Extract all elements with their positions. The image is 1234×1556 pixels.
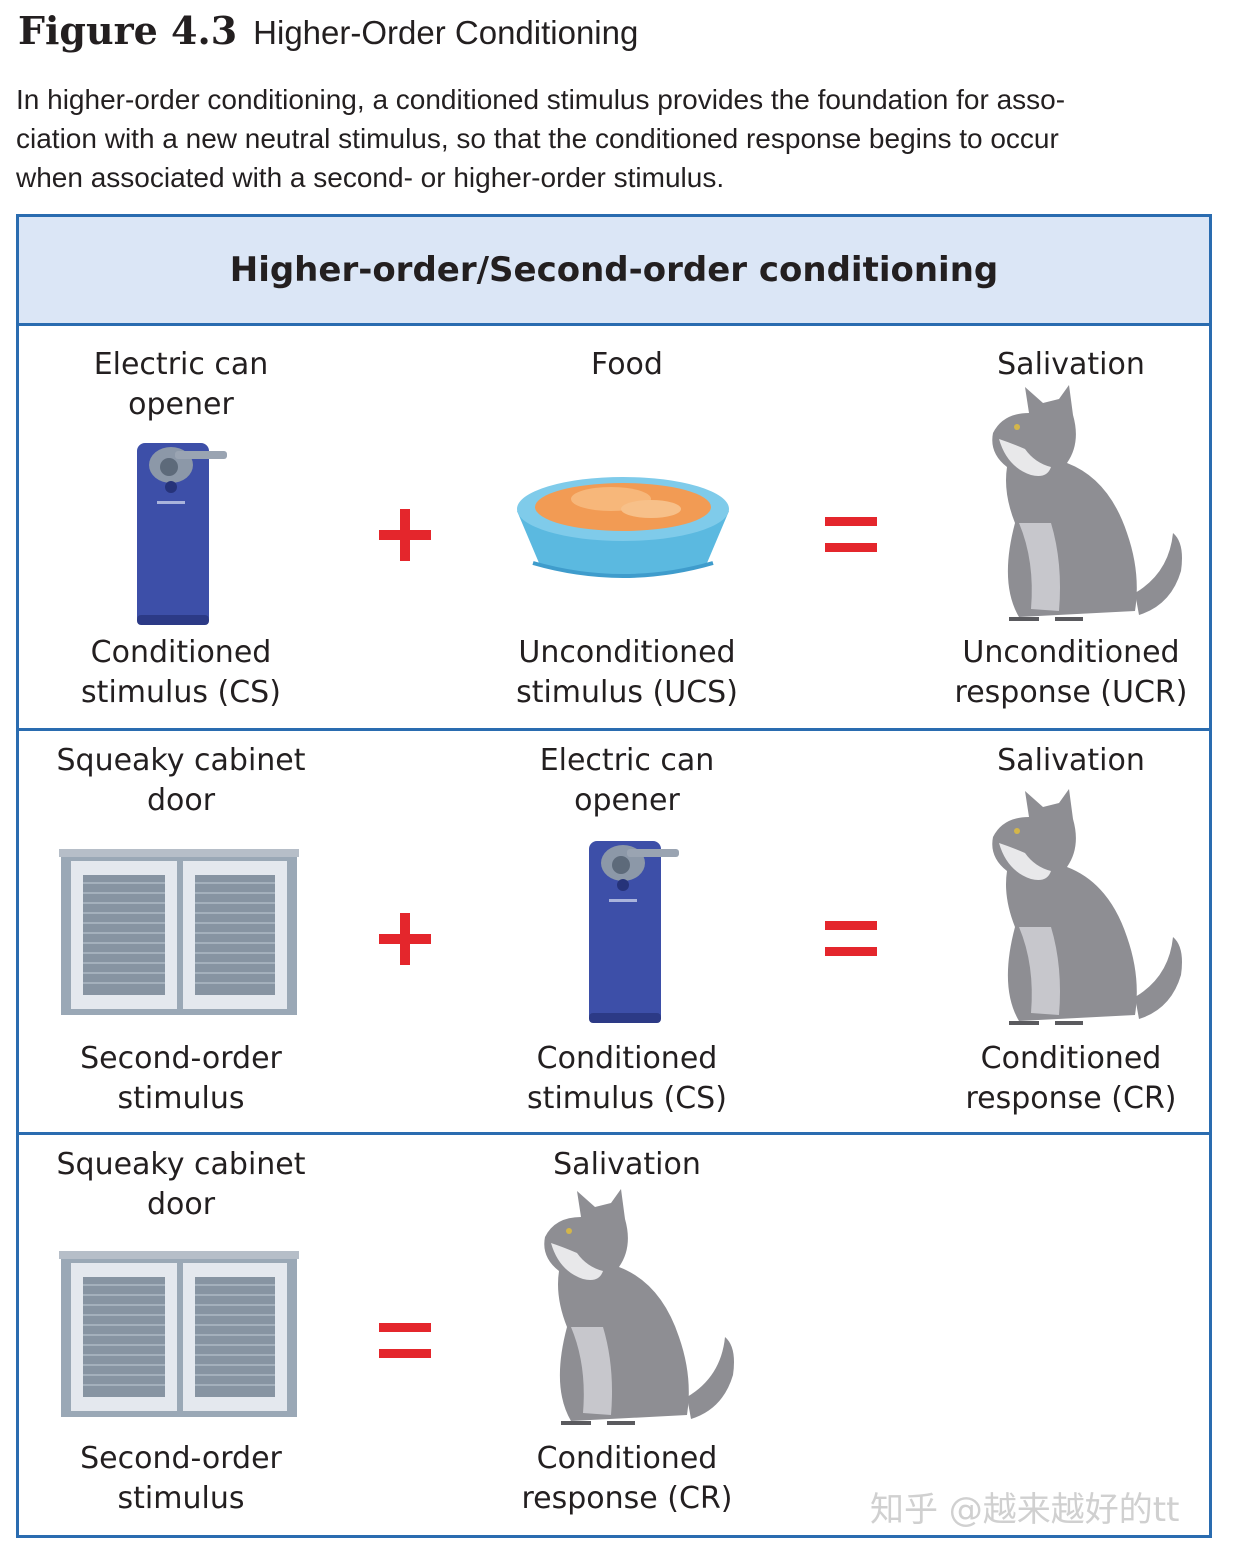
r2-second-order-caption: Second-order stimulus bbox=[11, 1039, 351, 1119]
label-line: Unconditioned bbox=[962, 635, 1180, 670]
caption-line: when associated with a second- or higher… bbox=[16, 162, 725, 193]
label-line: door bbox=[146, 783, 216, 818]
cat-icon bbox=[992, 789, 1182, 1025]
label-line: Electric can bbox=[539, 743, 715, 778]
r3-second-order-label: Squeaky cabinet door bbox=[11, 1145, 351, 1225]
label-line: Second-order bbox=[80, 1441, 282, 1476]
figure-number: Figure 4.3 bbox=[18, 8, 238, 53]
equals-operator bbox=[825, 517, 877, 553]
label-line: Conditioned bbox=[90, 635, 272, 670]
label-line: stimulus (CS) bbox=[81, 675, 281, 710]
label-line: stimulus (CS) bbox=[527, 1081, 727, 1116]
label-line: Electric can bbox=[93, 347, 269, 382]
equals-operator bbox=[825, 921, 877, 957]
label-line: response (CR) bbox=[521, 1481, 733, 1516]
row-divider bbox=[19, 728, 1209, 731]
r2-cr-caption: Conditioned response (CR) bbox=[901, 1039, 1234, 1119]
food-bowl-icon bbox=[517, 477, 729, 578]
r1-cs-caption: Conditioned stimulus (CS) bbox=[11, 633, 351, 713]
r2-cr-label: Salivation bbox=[901, 741, 1234, 781]
figure-caption: In higher-order conditioning, a conditio… bbox=[16, 80, 1216, 197]
label-line: Food bbox=[591, 347, 663, 382]
cabinet-door-icon bbox=[59, 849, 299, 1015]
watermark: 知乎 @越来越好的tt bbox=[870, 1490, 1180, 1530]
label-line: Salivation bbox=[997, 347, 1145, 382]
r3-cr-label: Salivation bbox=[457, 1145, 797, 1185]
caption-line: ciation with a new neutral stimulus, so … bbox=[16, 123, 1059, 154]
equals-operator bbox=[379, 1323, 431, 1359]
label-line: stimulus bbox=[117, 1081, 245, 1116]
caption-line: In higher-order conditioning, a conditio… bbox=[16, 84, 1066, 115]
can-opener-icon bbox=[589, 841, 679, 1023]
can-opener-icon bbox=[137, 443, 227, 625]
r2-second-order-label: Squeaky cabinet door bbox=[11, 741, 351, 821]
r1-ucs-caption: Unconditioned stimulus (UCS) bbox=[457, 633, 797, 713]
r2-cs-label: Electric can opener bbox=[457, 741, 797, 821]
label-line: opener bbox=[128, 387, 234, 422]
panel-header-title: Higher-order/Second-order conditioning bbox=[229, 250, 999, 290]
label-line: door bbox=[146, 1187, 216, 1222]
r1-ucr-label: Salivation bbox=[901, 345, 1234, 385]
label-line: Conditioned bbox=[536, 1041, 718, 1076]
label-line: Squeaky cabinet bbox=[56, 743, 306, 778]
label-line: stimulus bbox=[117, 1481, 245, 1516]
label-line: Second-order bbox=[80, 1041, 282, 1076]
r2-cs-caption: Conditioned stimulus (CS) bbox=[457, 1039, 797, 1119]
r3-cr-caption: Conditioned response (CR) bbox=[457, 1439, 797, 1519]
cat-icon bbox=[992, 385, 1182, 621]
label-line: Salivation bbox=[553, 1147, 701, 1182]
label-line: response (UCR) bbox=[954, 675, 1188, 710]
plus-operator bbox=[379, 913, 431, 965]
label-line: opener bbox=[574, 783, 680, 818]
cabinet-door-icon bbox=[59, 1251, 299, 1417]
label-line: Squeaky cabinet bbox=[56, 1147, 306, 1182]
r1-ucs-label: Food bbox=[457, 345, 797, 385]
label-line: stimulus (UCS) bbox=[516, 675, 738, 710]
label-line: Conditioned bbox=[536, 1441, 718, 1476]
r3-second-order-caption: Second-order stimulus bbox=[11, 1439, 351, 1519]
label-line: Unconditioned bbox=[518, 635, 736, 670]
plus-operator bbox=[379, 509, 431, 561]
cat-icon bbox=[544, 1189, 734, 1425]
label-line: Salivation bbox=[997, 743, 1145, 778]
diagram-panel: Higher-order/Second-order conditioning E… bbox=[16, 214, 1212, 1538]
panel-header: Higher-order/Second-order conditioning bbox=[19, 217, 1209, 326]
label-line: response (CR) bbox=[965, 1081, 1177, 1116]
row-divider bbox=[19, 1132, 1209, 1135]
r1-ucr-caption: Unconditioned response (UCR) bbox=[901, 633, 1234, 713]
figure-heading: Figure 4.3 Higher-Order Conditioning bbox=[18, 8, 638, 60]
figure-title: Higher-Order Conditioning bbox=[253, 14, 639, 51]
label-line: Conditioned bbox=[980, 1041, 1162, 1076]
r1-cs-label: Electric can opener bbox=[11, 345, 351, 425]
